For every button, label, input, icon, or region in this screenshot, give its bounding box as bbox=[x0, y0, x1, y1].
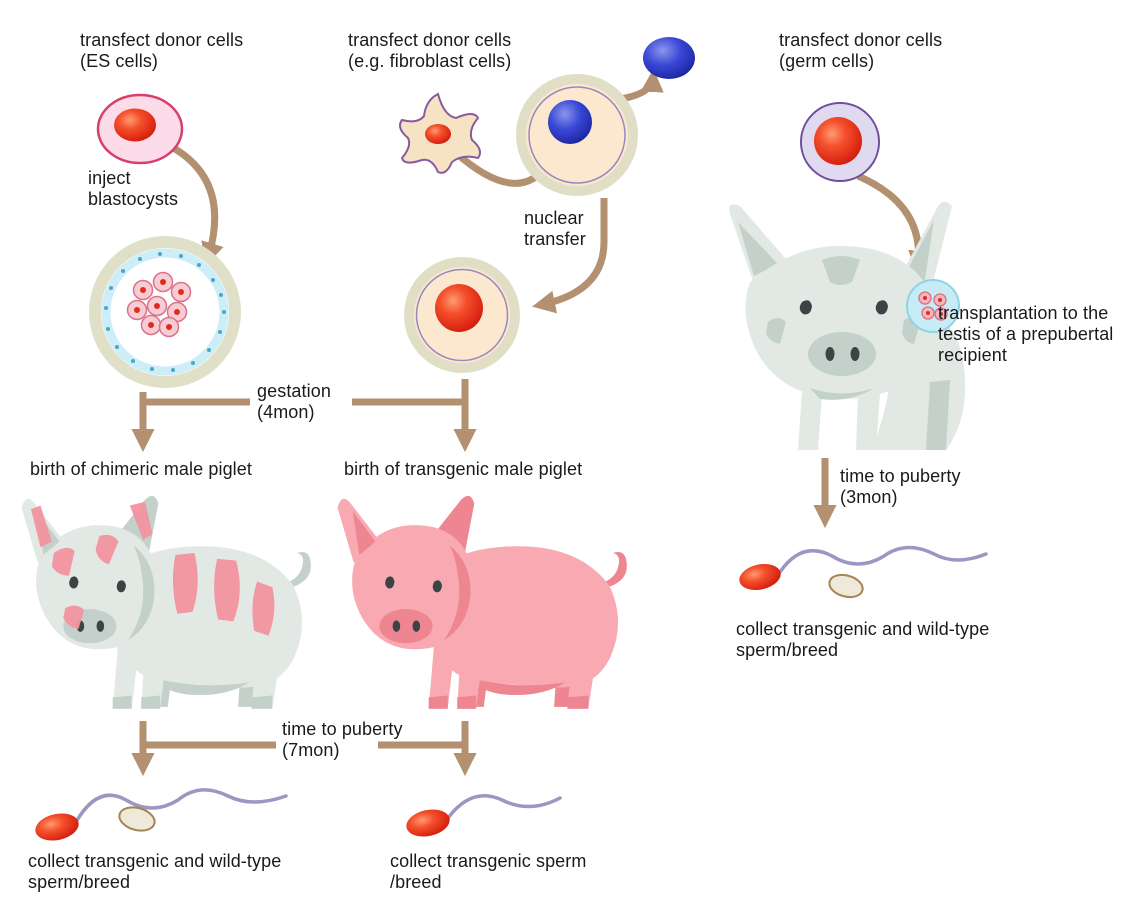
oocyte-enucleated-illustration bbox=[516, 74, 638, 196]
label-transfect-germ: transfect donor cells (germ cells) bbox=[779, 30, 943, 72]
label-gestation: gestation (4mon) bbox=[257, 381, 331, 423]
label-collect-right: collect transgenic and wild-type sperm/b… bbox=[736, 619, 990, 661]
arrow-nuclear-transfer bbox=[532, 198, 608, 314]
label-collect-middle: collect transgenic sperm /breed bbox=[390, 851, 587, 893]
oocyte-transferred-illustration bbox=[404, 257, 520, 373]
label-collect-left: collect transgenic and wild-type sperm/b… bbox=[28, 851, 282, 893]
puberty-connector-7mon bbox=[131, 721, 477, 777]
testis-illustration bbox=[906, 279, 960, 333]
arrow-inject-blastocyst bbox=[168, 142, 224, 266]
label-birth-transgenic: birth of transgenic male piglet bbox=[344, 459, 583, 479]
sperm-middle-illustration bbox=[406, 794, 562, 837]
donor-nucleus-illustration bbox=[643, 37, 695, 79]
chimeric-pig-illustration bbox=[21, 495, 311, 709]
blastocyst-illustration bbox=[89, 236, 241, 388]
label-inject-blastocysts: inject blastocysts bbox=[88, 168, 179, 210]
label-birth-chimeric: birth of chimeric male piglet bbox=[30, 459, 252, 479]
fibroblast-illustration bbox=[399, 92, 481, 174]
gestation-connector bbox=[131, 379, 477, 453]
es-cell-illustration bbox=[96, 93, 184, 165]
label-transplantation: transplantation to the testis of a prepu… bbox=[938, 303, 1114, 366]
transgenic-pig-illustration bbox=[337, 495, 627, 709]
label-time-puberty-3mon: time to puberty (3mon) bbox=[840, 466, 961, 508]
sperm-right-illustration bbox=[739, 545, 988, 599]
sperm-left-illustration bbox=[35, 788, 288, 841]
label-nuclear-transfer: nuclear transfer bbox=[524, 208, 586, 250]
label-time-puberty-7mon: time to puberty (7mon) bbox=[282, 719, 403, 761]
germ-cell-illustration bbox=[800, 102, 880, 182]
label-transfect-fibroblast: transfect donor cells (e.g. fibroblast c… bbox=[348, 30, 512, 72]
label-transfect-es: transfect donor cells (ES cells) bbox=[80, 30, 244, 72]
